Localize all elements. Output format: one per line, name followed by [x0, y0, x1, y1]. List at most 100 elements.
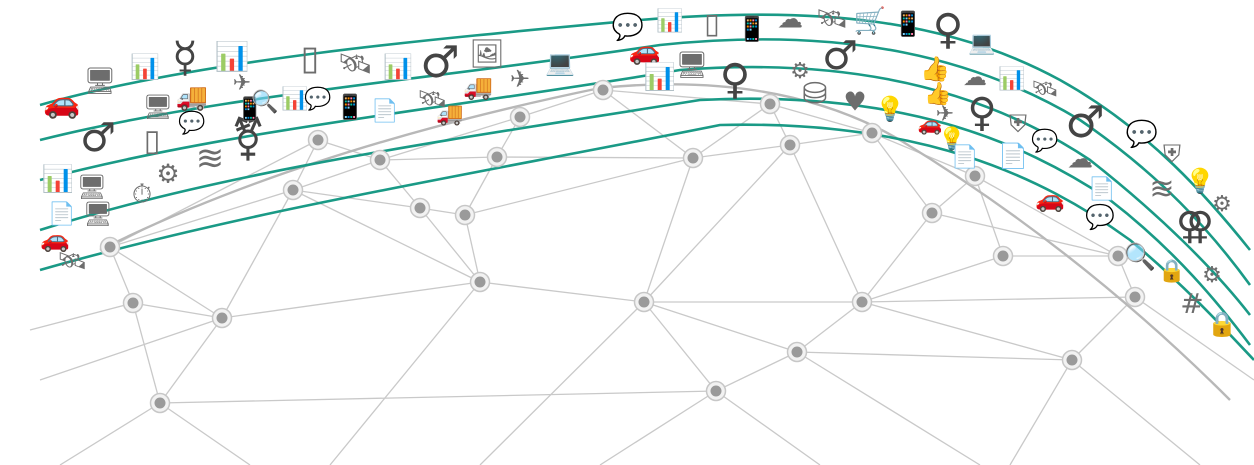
network-node-core	[791, 346, 803, 358]
lock-icon: 🔒	[1158, 259, 1185, 284]
laptop-icon: 💻	[968, 31, 995, 56]
network-node-core	[414, 202, 426, 214]
bar-chart-icon: 📊	[656, 8, 683, 34]
bar-chart-icon: 📊	[42, 164, 74, 195]
network-edge	[379, 116, 521, 161]
teal-band	[39, 38, 1252, 286]
network-edge	[59, 402, 161, 465]
network-node	[454, 204, 476, 226]
network-node	[149, 392, 171, 414]
network-edge	[789, 144, 863, 303]
bar-chart-icon: 📊	[383, 53, 413, 81]
network-node	[992, 245, 1014, 267]
thumbs-up-icon: 👍	[920, 55, 950, 83]
airplane-icon: ✈	[233, 71, 251, 96]
layers-icon: ≋	[1149, 172, 1174, 207]
network-edge	[317, 139, 381, 161]
network-edge	[132, 302, 223, 319]
car-icon: 🚗	[40, 225, 70, 253]
network-edge	[643, 157, 694, 303]
network-node-core	[514, 111, 526, 123]
network-node-core	[459, 209, 471, 221]
network-edges	[29, 83, 1254, 465]
chat-bubble-icon: 💬	[304, 86, 331, 112]
icon-cloud: 🚗🖥📊☿📊✈▯🛰📊♂🖼💻✈🚚💬📊▯📱☁🛰🛒📱♀💻🚗📊🖥♀♂⛁♥💡👍☁📊🛰♀⛨♂💬…	[40, 5, 1237, 339]
network-edge	[643, 144, 791, 303]
satellite-icon: 🛰	[57, 247, 87, 275]
network-edge	[379, 156, 498, 161]
lightbulb-icon: 💡	[875, 95, 905, 123]
network-edge	[464, 214, 481, 283]
network-edge	[1071, 296, 1136, 361]
bar-chart-icon: 📊	[644, 62, 676, 93]
chat-bubble-icon: 💬	[1126, 119, 1158, 150]
network-node-core	[474, 276, 486, 288]
network-edge	[1009, 359, 1073, 465]
phone-icon: 📱	[737, 15, 767, 43]
network-node-core	[216, 312, 228, 324]
network-node	[851, 291, 873, 313]
teal-band	[39, 123, 1254, 361]
shield-check-icon: ⛨	[1009, 110, 1027, 138]
network-node	[486, 146, 508, 168]
teal-data-bands	[39, 13, 1254, 361]
image-icon: 🖼	[469, 37, 505, 70]
network-edge	[974, 175, 1004, 257]
magnifier-icon: 🔍	[251, 87, 278, 115]
network-edge	[796, 351, 981, 465]
network-edge	[1134, 296, 1254, 381]
male-symbol-icon: ♂	[822, 33, 858, 79]
car-icon: 🚗	[43, 86, 80, 121]
network-edge	[292, 189, 481, 283]
network-node-core	[104, 241, 116, 253]
network-node-core	[638, 296, 650, 308]
tablet-icon: ▯	[301, 39, 320, 79]
network-node	[779, 134, 801, 156]
airplane-icon: ✈	[936, 102, 954, 127]
network-edge	[602, 89, 771, 105]
network-node	[211, 307, 233, 329]
document-icon: 📄	[951, 144, 978, 170]
lightbulb-icon: 💡	[938, 126, 965, 152]
network-edge	[159, 390, 717, 404]
network-edge	[602, 89, 694, 159]
network-node	[633, 291, 655, 313]
network-edge	[861, 296, 1136, 303]
satellite-icon: 🛰	[815, 5, 848, 35]
tablet-icon: ▯	[704, 7, 719, 40]
monitor-icon: 🖥	[143, 93, 173, 121]
teal-band	[39, 97, 1252, 346]
phone-icon: 📱	[236, 96, 263, 122]
network-node	[786, 341, 808, 363]
network-edge	[796, 351, 1073, 361]
database-stack-icon: ⛁	[802, 77, 827, 112]
transgender-symbol-icon: ⚧	[230, 115, 265, 164]
network-edge	[329, 281, 481, 465]
male-symbol-icon: ♂	[420, 37, 459, 88]
network-edge	[861, 301, 1073, 361]
network-node	[964, 165, 986, 187]
network-edge	[643, 301, 717, 392]
network-node-core	[127, 297, 139, 309]
teal-band	[39, 13, 1252, 251]
network-node-core	[856, 296, 868, 308]
network-node	[469, 271, 491, 293]
network-node-core	[1066, 354, 1078, 366]
network-edge	[974, 175, 1119, 257]
chat-bubble-icon: 💬	[612, 12, 644, 43]
male-symbol-icon: ♂	[1065, 97, 1104, 148]
network-node-core	[1112, 250, 1124, 262]
car-icon: 🚗	[629, 37, 661, 67]
gear-icon: ⚙	[156, 160, 179, 190]
network-edge	[871, 132, 933, 214]
network-node	[409, 197, 431, 219]
network-edge	[715, 351, 798, 392]
network-edge	[769, 103, 873, 134]
network-node	[1107, 245, 1129, 267]
shield-check-icon: ⛨	[1163, 140, 1181, 168]
bar-chart-icon: 📊	[215, 40, 250, 73]
network-node-core	[491, 151, 503, 163]
cloud-icon: ☁	[777, 5, 803, 35]
document-icon: 📄	[1088, 176, 1115, 202]
